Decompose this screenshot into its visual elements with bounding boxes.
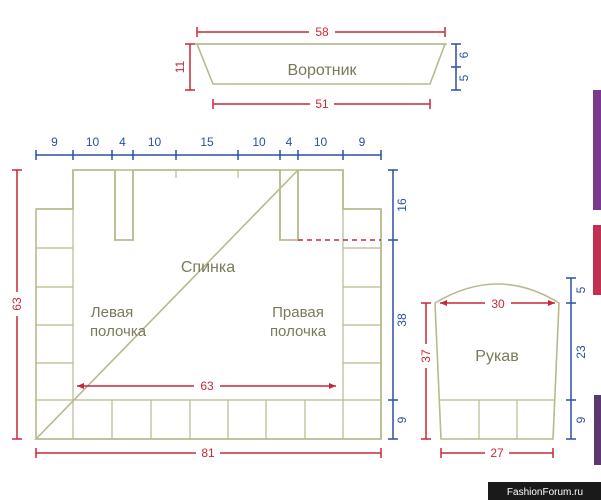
sleeve-cap-bg <box>485 296 511 310</box>
right-upper-height: 16 <box>395 198 409 212</box>
top-segment-labels: 9 10 4 10 15 10 4 10 9 <box>51 135 366 149</box>
inner-width-arrow-right <box>329 383 336 389</box>
right-front-label-1: Правая <box>272 304 324 321</box>
photo-edge-purple <box>593 90 601 210</box>
top-segment-label: 15 <box>200 135 214 149</box>
collar-piece: Воротник 58 51 11 6 5 <box>173 24 471 111</box>
body-outline <box>34 169 382 440</box>
bottom-width-bg <box>196 446 220 460</box>
sleeve-piece: Рукав 30 37 5 23 9 27 <box>419 277 588 460</box>
sleeve-cap-width: 30 <box>491 297 505 311</box>
collar-right-lower: 5 <box>457 74 471 81</box>
top-segment-label: 9 <box>359 135 366 149</box>
inner-width-arrow-left <box>77 383 84 389</box>
photo-edge-dark <box>594 395 601 465</box>
top-segment-ticks <box>35 150 382 160</box>
left-front-label-2: полочка <box>90 323 147 340</box>
sleeve-cap-arrow-left <box>440 300 447 306</box>
collar-top-width: 58 <box>315 25 329 39</box>
sleeve-right-lower: 9 <box>574 416 588 423</box>
body-outline-main <box>35 169 382 440</box>
top-segment-label: 4 <box>119 135 126 149</box>
sleeve-right-middle: 23 <box>574 345 588 359</box>
top-segment-label: 10 <box>148 135 162 149</box>
body-piece: Спинка Левая полочка Правая полочка 63 8… <box>10 135 409 460</box>
sleeve-label: Рукав <box>475 348 518 365</box>
top-segment-label: 4 <box>286 135 293 149</box>
sleeve-left-bg <box>419 344 433 368</box>
back-label: Спинка <box>181 259 235 276</box>
collar-top-dim-bg <box>309 24 335 38</box>
photo-edge-red <box>593 225 601 295</box>
sleeve-outline <box>434 283 560 440</box>
sleeve-bottom-width: 27 <box>490 446 504 460</box>
top-segment-label: 10 <box>252 135 266 149</box>
inner-width: 63 <box>200 379 214 393</box>
collar-height: 11 <box>173 60 187 73</box>
collar-bottom-dim-bg <box>310 97 334 111</box>
watermark-bg <box>488 482 601 500</box>
sleeve-right-cap: 5 <box>574 286 588 293</box>
collar-label: Воротник <box>287 62 357 79</box>
sleeve-left-height: 37 <box>419 349 433 363</box>
top-segment-label: 10 <box>314 135 328 149</box>
collar-bottom-width: 51 <box>315 97 329 111</box>
top-segment-label: 9 <box>51 135 58 149</box>
watermark-text: FashionForum.ru <box>507 487 583 498</box>
left-height: 63 <box>10 297 24 311</box>
bottom-width: 81 <box>201 446 215 460</box>
sleeve-cap-arrow-right <box>548 300 555 306</box>
right-middle-height: 38 <box>395 313 409 327</box>
right-front-label-2: полочка <box>270 323 327 340</box>
sleeve-bottom-bg <box>485 446 509 460</box>
collar-right-upper: 6 <box>457 51 471 58</box>
right-lower-height: 9 <box>395 416 409 423</box>
left-front-label-1: Левая <box>91 304 133 321</box>
left-height-bg <box>10 292 24 316</box>
inner-width-bg <box>194 378 220 392</box>
top-segment-label: 10 <box>86 135 100 149</box>
